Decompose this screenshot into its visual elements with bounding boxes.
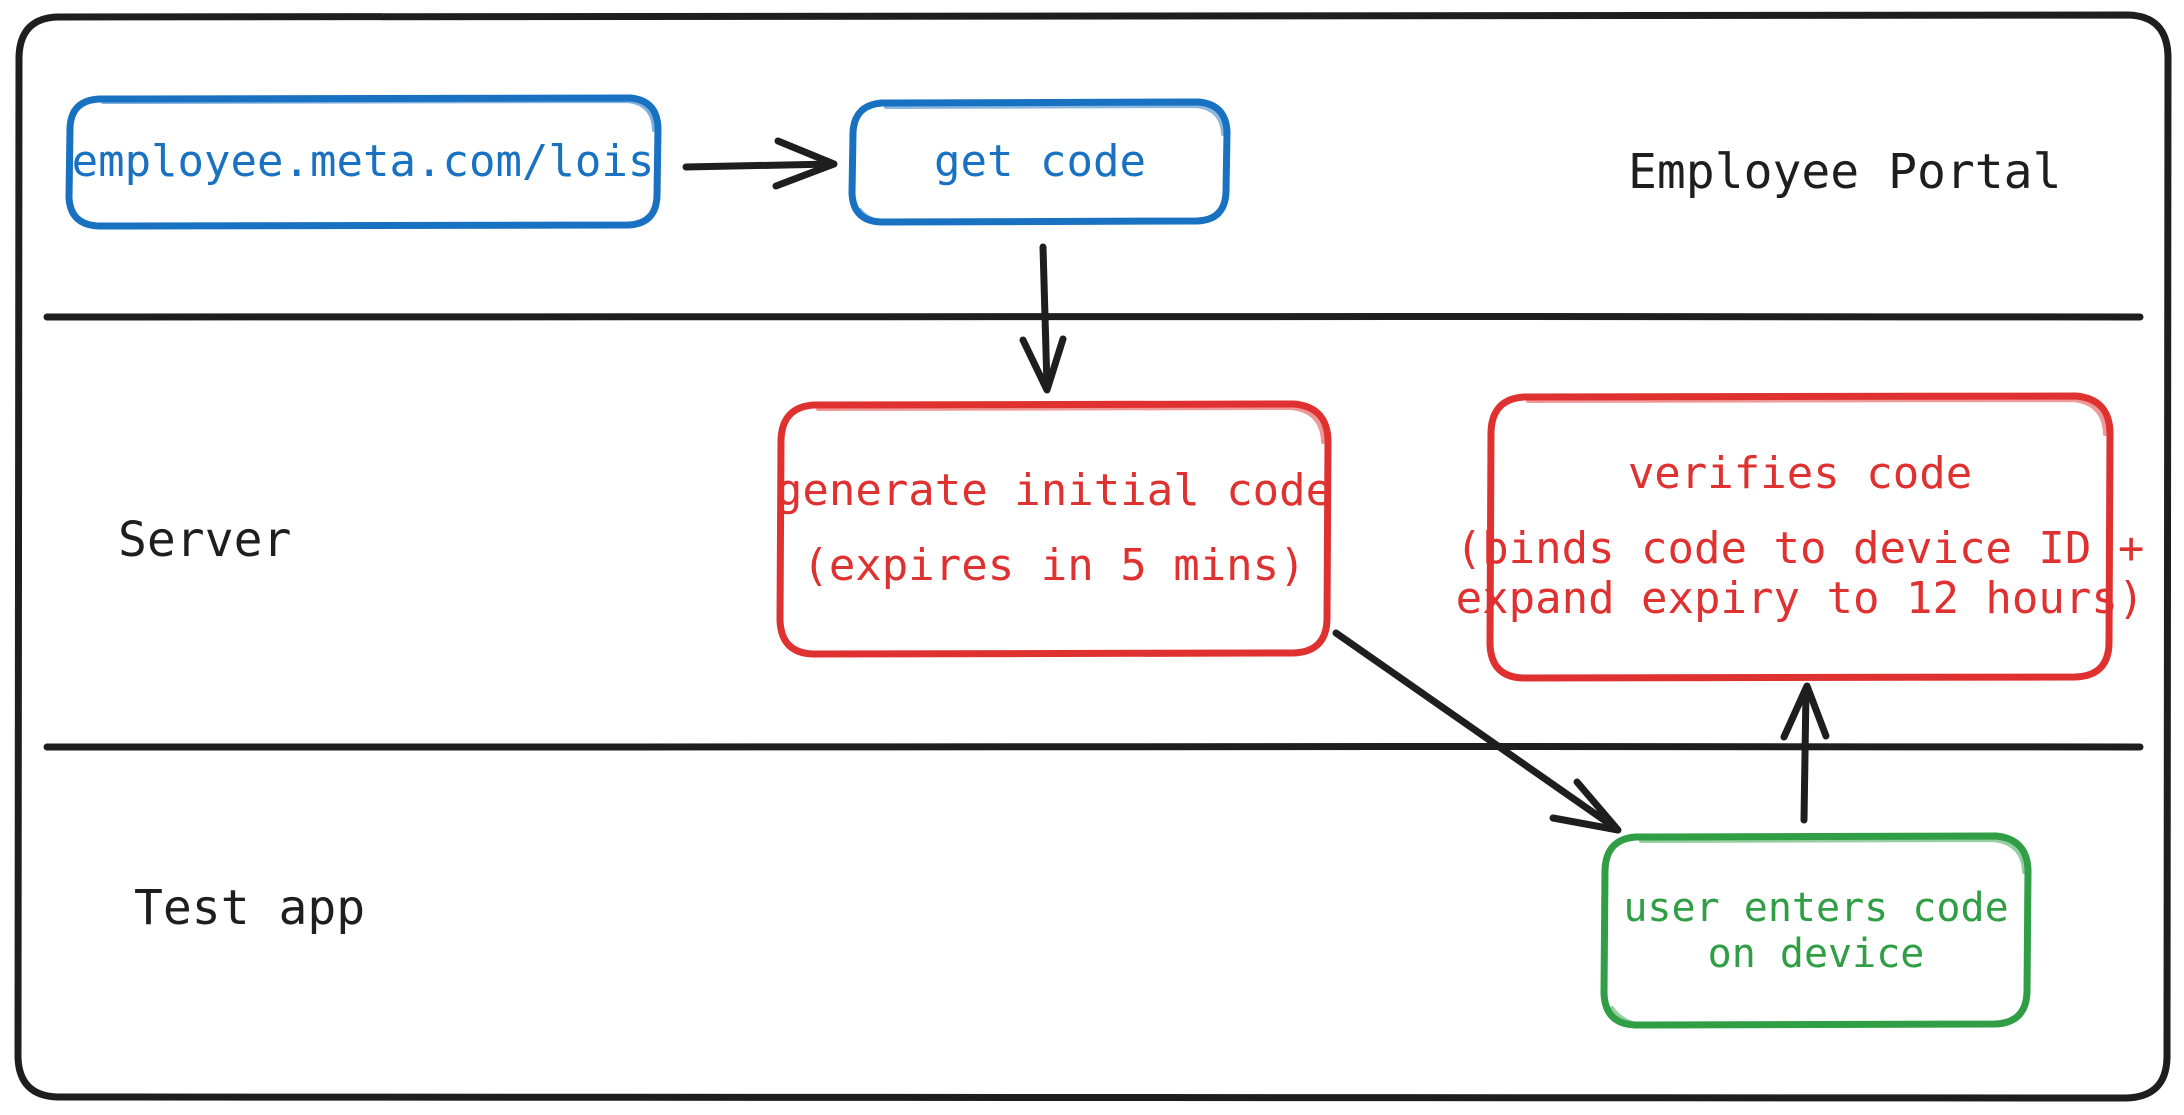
node-generate-initial-code-shape[interactable] <box>776 400 1332 658</box>
node-user-enters-code-shape[interactable] <box>1600 832 2032 1029</box>
edge-user-to-verifies <box>1780 682 1830 824</box>
edge-generate-to-user <box>1332 629 1622 834</box>
lane-divider-portal-server <box>43 312 2144 321</box>
edge-getcode-to-generate <box>1019 243 1067 394</box>
lane-label-employee-portal: Employee Portal <box>1628 144 2062 200</box>
node-verifies-code-shape[interactable] <box>1486 392 2114 682</box>
node-get-code-shape[interactable] <box>848 98 1231 226</box>
node-url-shape[interactable] <box>65 94 662 230</box>
lane-label-server: Server <box>118 512 292 568</box>
edge-url-to-getcode <box>682 137 838 190</box>
lane-label-test-app: Test app <box>134 880 366 936</box>
outer-frame <box>14 11 2172 1102</box>
lane-divider-server-testapp <box>43 742 2144 751</box>
